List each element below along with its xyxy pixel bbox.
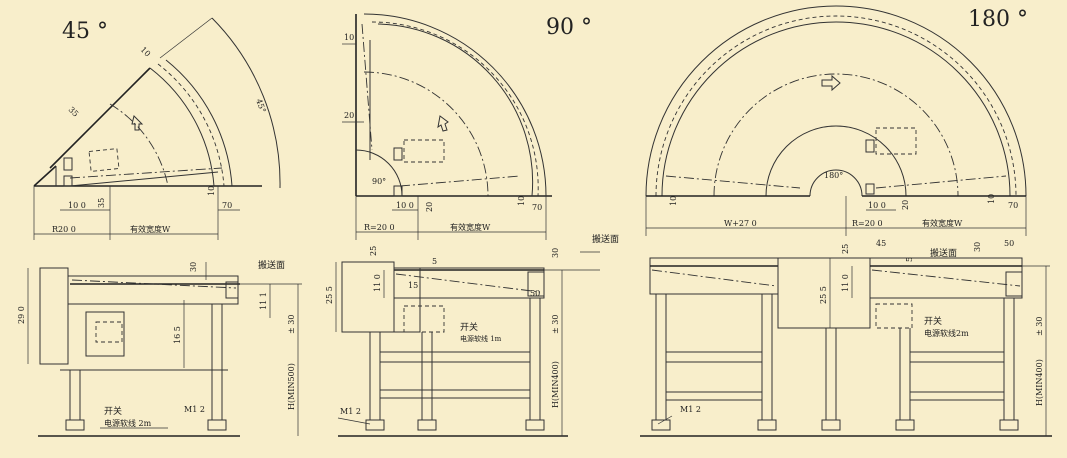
side-view-45: 29 0 30 搬送面 11 1 16 5 H(MIN500) ± 30 开关 … <box>17 259 302 437</box>
switch-180: 开关 <box>924 315 942 327</box>
dim-70-90: 70 <box>532 203 542 212</box>
dim-25-90: 25 <box>369 246 378 256</box>
dim-165: 16 5 <box>173 326 182 344</box>
h-min400-180: H(MIN400) <box>1035 359 1044 406</box>
angle-label-90: 90 ° <box>546 15 592 40</box>
bolt-45: M1 2 <box>184 405 205 414</box>
plan-view-45: 45 ° 45° 10 35 10 0 35 10 70 R20 0 有效宽度W <box>33 17 281 240</box>
dim-255-90: 25 5 <box>325 286 334 304</box>
h-min400-90: H(MIN400) <box>551 361 560 408</box>
pm30-180: ± 30 <box>1035 317 1044 336</box>
dim-10-180b: 10 <box>987 194 996 204</box>
eff-width-180: 有效宽度W <box>922 218 963 228</box>
dim-290: 29 0 <box>17 306 26 324</box>
arc-angle-180: 180° <box>824 171 843 180</box>
dim-30-45: 30 <box>189 262 198 272</box>
dim-20-180: 20 <box>901 200 910 210</box>
arc-angle-90: 90° <box>372 177 386 186</box>
dim-5-180: 5 <box>905 257 914 262</box>
dim-45-180: 45 <box>876 239 886 248</box>
cord-90: 电源软线 1m <box>460 334 502 343</box>
dim-10-90b: 10 <box>517 196 526 206</box>
dim-10-45: 10 <box>207 186 216 196</box>
dim-255-180: 25 5 <box>819 286 828 304</box>
eff-width-45: 有效宽度W <box>130 224 171 234</box>
h-min500: H(MIN500) <box>287 363 296 410</box>
cord-45: 电源软线 2m <box>104 418 152 428</box>
dim-10-90: 10 <box>344 33 354 42</box>
dim-70-180: 70 <box>1008 201 1018 210</box>
conv-surface-45: 搬送面 <box>258 259 285 271</box>
dim-r200-45: R20 0 <box>52 225 76 234</box>
bolt-180: M1 2 <box>680 405 701 414</box>
switch-90: 开关 <box>460 321 478 333</box>
angle-label-45: 45 ° <box>62 19 108 44</box>
bolt-90: M1 2 <box>340 407 361 416</box>
switch-45: 开关 <box>104 405 122 417</box>
eff-width-90: 有效宽度W <box>450 222 491 232</box>
dim-50-180: 50 <box>1004 239 1014 248</box>
dim-110-180: 11 0 <box>841 274 850 292</box>
dim-70-45: 70 <box>222 201 232 210</box>
dim-100-90: 10 0 <box>396 201 414 210</box>
dim-20-90b: 20 <box>425 202 434 212</box>
dim-35-top: 35 <box>67 105 81 119</box>
dim-50-90: 50 <box>530 289 540 298</box>
conv-surface-90: 搬送面 <box>592 233 619 245</box>
dim-100-180: 10 0 <box>868 201 886 210</box>
side-view-180: 25 11 0 25 5 45 5 搬送面 30 50 H(MIN400) ± … <box>640 239 1052 437</box>
dim-30-90: 30 <box>551 248 560 258</box>
dim-w270: W+27 0 <box>724 219 757 228</box>
dim-111: 11 1 <box>259 292 268 310</box>
dim-10-180a: 10 <box>669 196 678 206</box>
arc-angle-45: 45° <box>254 98 267 114</box>
dim-20-90: 20 <box>344 111 354 120</box>
plan-view-90: 90 ° 90° 10 20 10 0 20 10 70 R=20 0 有效宽度… <box>342 13 592 240</box>
dim-100-45: 10 0 <box>68 201 86 210</box>
conv-surface-180: 搬送面 <box>930 247 957 259</box>
cord-180: 电源软线2m <box>924 328 969 338</box>
dim-5-90: 5 <box>432 257 437 266</box>
pm30-45: ± 30 <box>287 315 296 334</box>
dim-25-180: 25 <box>841 244 850 254</box>
dim-110-90: 11 0 <box>373 274 382 292</box>
dim-r200-90: R=20 0 <box>364 223 395 232</box>
side-view-90: 25 5 25 11 0 5 15 50 30 搬送面 H(MIN400) ± … <box>325 233 619 437</box>
dim-35-45: 35 <box>97 198 106 208</box>
dim-30-180: 30 <box>973 242 982 252</box>
dim-10-top: 10 <box>139 45 153 59</box>
plan-view-180: 180 ° 180° 10 W+27 0 R=20 0 10 0 20 10 7… <box>645 5 1028 236</box>
angle-label-180: 180 ° <box>968 7 1028 32</box>
dim-15-90: 15 <box>408 281 418 290</box>
pm30-90: ± 30 <box>551 315 560 334</box>
dim-r200-180: R=20 0 <box>852 219 883 228</box>
